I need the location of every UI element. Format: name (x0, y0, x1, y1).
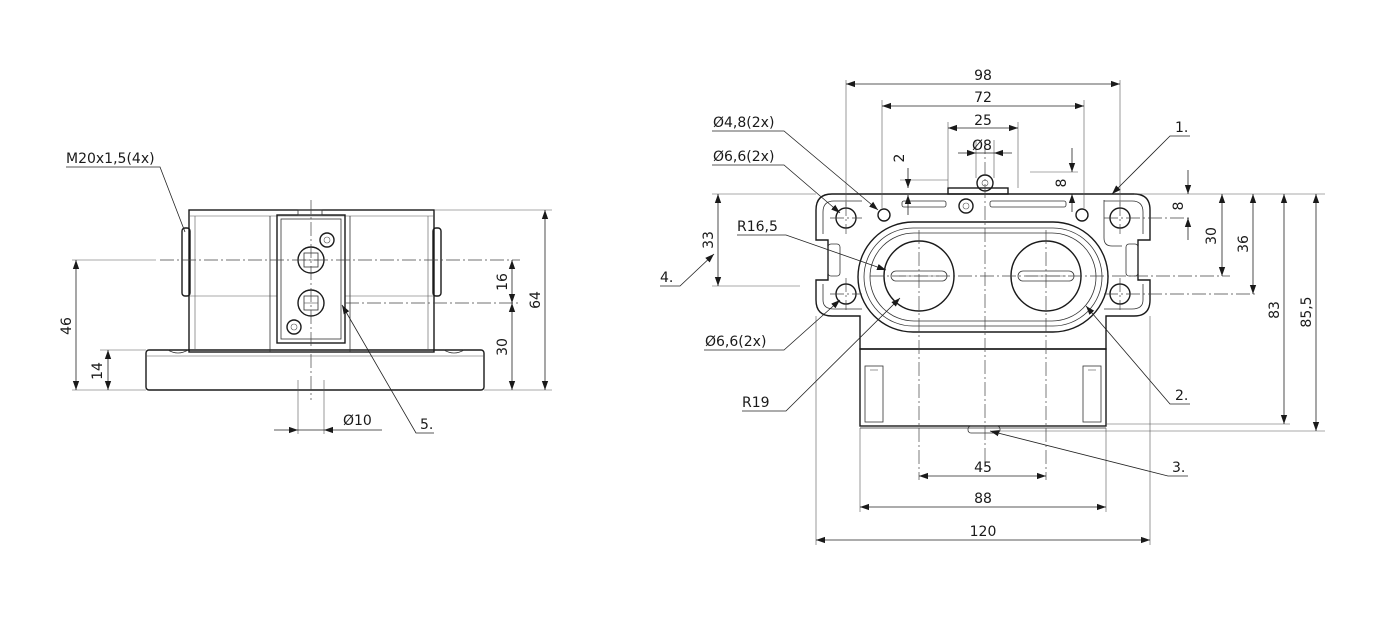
callout-3: 3. (1172, 460, 1185, 476)
callout-5: 5. (420, 417, 433, 433)
dim-8-top: 8 (1054, 179, 1070, 188)
dim-dia-10: Ø10 (343, 413, 372, 429)
callout-r19: R19 (742, 395, 770, 411)
dim-33: 33 (701, 231, 717, 249)
dim-14: 14 (90, 362, 106, 380)
callout-4: 4. (660, 270, 673, 286)
callout-r16-5: R16,5 (737, 219, 778, 235)
callout-hole-6-6-top: Ø6,6(2x) (713, 149, 774, 165)
dim-88: 88 (974, 491, 992, 507)
dim-98: 98 (974, 68, 992, 84)
callout-hole-4-8: Ø4,8(2x) (713, 115, 774, 131)
dim-36: 36 (1236, 235, 1252, 253)
dim-dia-8: Ø8 (972, 138, 992, 154)
dim-8-right: 8 (1171, 202, 1187, 211)
callout-hole-6-6-bottom: Ø6,6(2x) (705, 334, 766, 350)
callout-1: 1. (1175, 120, 1188, 136)
dim-83: 83 (1267, 301, 1283, 319)
dim-45: 45 (974, 460, 992, 476)
dim-25: 25 (974, 113, 992, 129)
dim-16: 16 (495, 273, 511, 291)
dim-30-right: 30 (1204, 227, 1220, 245)
callout-2: 2. (1175, 388, 1188, 404)
dim-2: 2 (892, 154, 908, 163)
dim-46: 46 (59, 317, 75, 335)
front-view: 98 72 25 Ø8 2 8 8 30 36 83 85,5 (660, 68, 1325, 545)
dim-30-left: 30 (495, 338, 511, 356)
dim-64: 64 (528, 291, 544, 309)
dim-72: 72 (974, 90, 992, 106)
dim-85-5: 85,5 (1299, 296, 1315, 327)
dim-120: 120 (970, 524, 997, 540)
thread-callout: M20x1,5(4x) (66, 151, 155, 167)
side-view: 46 14 16 30 64 Ø10 M20x1,5(4x) 5. (59, 151, 552, 434)
